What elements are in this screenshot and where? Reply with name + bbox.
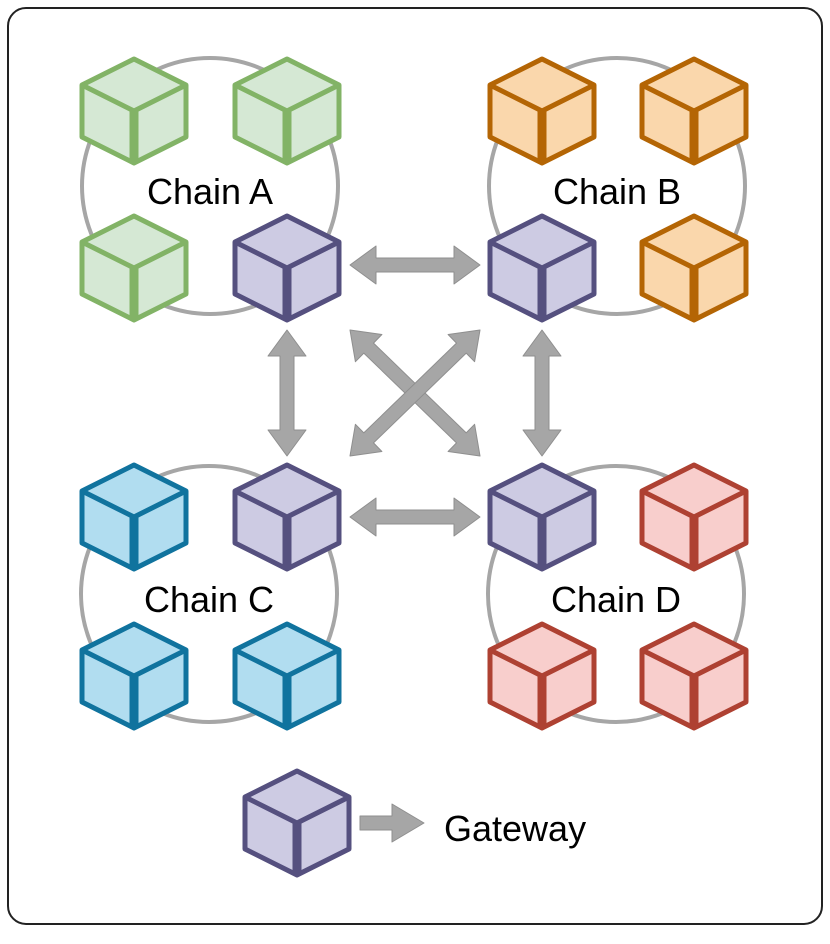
chain-a-label: Chain A — [147, 171, 273, 212]
legend-arrow — [359, 803, 425, 843]
link-arrow-c-d — [349, 497, 481, 537]
link-arrow-b-c — [349, 329, 481, 457]
chain-a-node-cube-icon — [79, 213, 189, 323]
link-arrow-a-c — [267, 329, 307, 457]
chain-a-node-cube-icon — [232, 56, 342, 166]
chain-b-node-cube-icon — [487, 56, 597, 166]
gateway-cube-icon — [242, 768, 352, 878]
chain-b-node-cube-icon — [639, 213, 749, 323]
chain-d-node-cube-icon — [487, 621, 597, 731]
chain-a-ring — [80, 56, 340, 316]
chain-b-gateway-cube-icon — [487, 213, 597, 323]
chain-d-label: Chain D — [551, 579, 681, 620]
chain-b-node-cube-icon — [639, 56, 749, 166]
chain-b-ring — [487, 56, 747, 316]
chain-d-ring — [486, 464, 746, 724]
chain-d-node-cube-icon — [639, 462, 749, 572]
diagram-frame — [7, 7, 823, 925]
chain-c-node-cube-icon — [79, 462, 189, 572]
legend-label: Gateway — [444, 808, 586, 849]
link-arrow-a-b — [349, 245, 481, 285]
link-arrow-b-d — [522, 329, 562, 457]
chain-c-label: Chain C — [144, 579, 274, 620]
chain-d-node-cube-icon — [639, 621, 749, 731]
chain-c-node-cube-icon — [79, 621, 189, 731]
chain-c-ring — [79, 464, 339, 724]
chain-c-gateway-cube-icon — [232, 462, 342, 572]
chain-b-label: Chain B — [553, 171, 681, 212]
chain-a-gateway-cube-icon — [232, 213, 342, 323]
chain-d-gateway-cube-icon — [487, 462, 597, 572]
chain-a-node-cube-icon — [79, 56, 189, 166]
chain-c-node-cube-icon — [232, 621, 342, 731]
legend: Gateway — [242, 768, 586, 878]
